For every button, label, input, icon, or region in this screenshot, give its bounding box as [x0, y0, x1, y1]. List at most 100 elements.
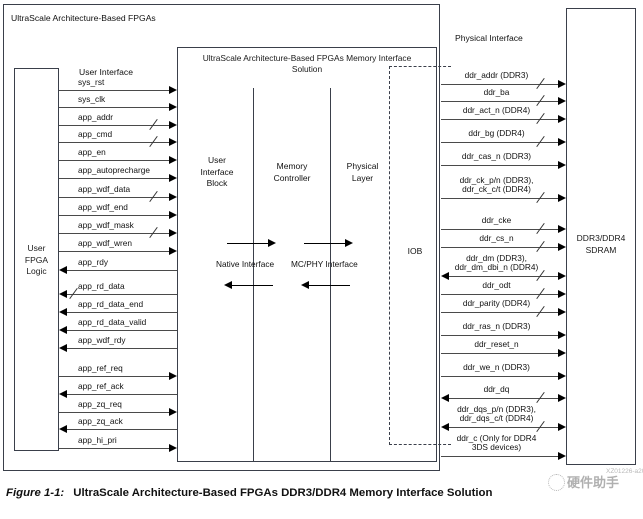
ddr-signal-line [441, 376, 559, 377]
user-signal-line [59, 178, 170, 179]
user-signal-line [59, 197, 170, 198]
user-signal-arrowhead [169, 173, 177, 182]
user-signal-label: app_zq_req [78, 399, 122, 409]
ddr-signal-line [441, 142, 559, 143]
user-signal-line [66, 348, 177, 349]
user-signal-label: app_addr [78, 112, 114, 122]
figure-title: UltraScale Architecture-Based FPGAs DDR3… [73, 487, 493, 499]
mcphy-interface-label: MC/PHY Interface [291, 259, 358, 269]
ddr-signal-label: ddr_dqs_p/n (DDR3),ddr_dqs_c/t (DDR4) [457, 403, 536, 424]
user-signal-line [59, 233, 170, 234]
mcphy-interface-arrow-right-line [304, 243, 350, 244]
user-signal-label: app_cmd [78, 129, 113, 139]
mcphy-interface-arrow-right-head [345, 238, 353, 247]
ddr-signal-arrowhead-right [558, 289, 566, 298]
user-signal-arrowhead [169, 192, 177, 201]
ddr-signal-arrowhead-right [558, 371, 566, 380]
memory-interface-solution-title: UltraScale Architecture-Based FPGAs Memo… [202, 53, 412, 74]
user-signal-label: app_wdf_data [78, 184, 131, 194]
ddr-signal-line [441, 101, 559, 102]
ddr-signal-arrowhead-right [558, 451, 566, 460]
user-signal-arrowhead [169, 228, 177, 237]
user-signal-line [59, 215, 170, 216]
ddr-signal-arrowhead-right [558, 160, 566, 169]
watermark-logo-icon [548, 474, 565, 491]
ddr-signal-line [448, 427, 559, 428]
iob-label: IOB [407, 246, 423, 256]
user-signal-arrowhead [59, 343, 67, 352]
user-signal-arrowhead [59, 289, 67, 298]
native-interface-label: Native Interface [216, 259, 275, 269]
user-signal-line [59, 125, 170, 126]
user-signal-line [66, 394, 177, 395]
user-signal-arrowhead [169, 210, 177, 219]
user-signal-label: app_rd_data_end [78, 299, 144, 309]
user-signal-label: app_en [78, 147, 106, 157]
ddr-signal-label: ddr_cas_n (DDR3) [461, 151, 532, 162]
ddr-signal-line [441, 312, 559, 313]
ddr-signal-label: ddr_dm (DDR3),ddr_dm_dbi_n (DDR4) [454, 252, 539, 273]
ddr-signal-line [441, 247, 559, 248]
user-signal-label: app_hi_pri [78, 435, 117, 445]
user-signal-label: sys_clk [78, 94, 106, 104]
ddr-signal-arrowhead-right [558, 422, 566, 431]
ddr-signal-arrowhead-right [558, 96, 566, 105]
divider-mc-phy [330, 88, 331, 462]
user-signal-arrowhead [169, 85, 177, 94]
ddr-signal-line [441, 353, 559, 354]
user-signal-label: app_rdy [78, 257, 108, 267]
user-signal-arrowhead [59, 265, 67, 274]
ddr-signal-label: ddr_cs_n [479, 233, 514, 244]
user-signal-line [59, 90, 170, 91]
user-signal-label: app_rd_data [78, 281, 125, 291]
ddr-signal-label: ddr_parity (DDR4) [462, 298, 531, 309]
user-fpga-logic-block [14, 68, 59, 451]
ddr-signal-arrowhead-right [558, 137, 566, 146]
user-signal-arrowhead [59, 424, 67, 433]
figure-number: Figure 1-1: [6, 487, 65, 499]
user-signal-line [59, 412, 170, 413]
ddr-signal-label: ddr_dq [483, 384, 510, 395]
memory-interface-solution-block [177, 47, 437, 462]
user-signal-line [59, 376, 170, 377]
user-signal-label: app_wdf_end [78, 202, 128, 212]
ddr-signal-label: ddr_act_n (DDR4) [462, 105, 531, 116]
ddr-signal-line [448, 276, 559, 277]
ddr-signal-label: ddr_reset_n [474, 339, 519, 350]
native-interface-arrow-left-line [227, 285, 273, 286]
native-interface-arrow-right-line [227, 243, 273, 244]
user-signal-line [59, 448, 170, 449]
user-signal-line [66, 429, 177, 430]
ddr-signal-label: ddr_cke [481, 215, 512, 226]
user-signal-arrowhead [59, 307, 67, 316]
user-signal-arrowhead [169, 137, 177, 146]
ddr-signal-arrowhead-right [558, 79, 566, 88]
ddr-signal-label: ddr_bg (DDR4) [468, 128, 525, 139]
user-signal-label: app_wdf_mask [78, 220, 134, 230]
ddr-signal-line [441, 335, 559, 336]
ddr-signal-label: ddr_addr (DDR3) [464, 70, 529, 81]
user-signal-label: app_wdf_rdy [78, 335, 126, 345]
user-signal-arrowhead [169, 407, 177, 416]
watermark-id-text: XZ01226-a20618 [606, 468, 643, 475]
ddr-signal-arrowhead-right [558, 224, 566, 233]
user-signal-line [59, 251, 170, 252]
user-signal-arrowhead [169, 155, 177, 164]
watermark-text: 硬件助手 [567, 475, 620, 490]
user-signal-label: app_zq_ack [78, 416, 123, 426]
iob-dashed-region [389, 66, 451, 445]
mcphy-interface-arrow-left-head [301, 280, 309, 289]
ddr-signal-arrowhead-left [441, 393, 449, 402]
user-signal-arrowhead [59, 389, 67, 398]
ddr-signal-arrowhead-right [558, 307, 566, 316]
ddr-signal-arrowhead-left [441, 422, 449, 431]
native-interface-arrow-right-head [268, 238, 276, 247]
user-signal-line [59, 160, 170, 161]
ddr-signal-arrowhead-right [558, 330, 566, 339]
